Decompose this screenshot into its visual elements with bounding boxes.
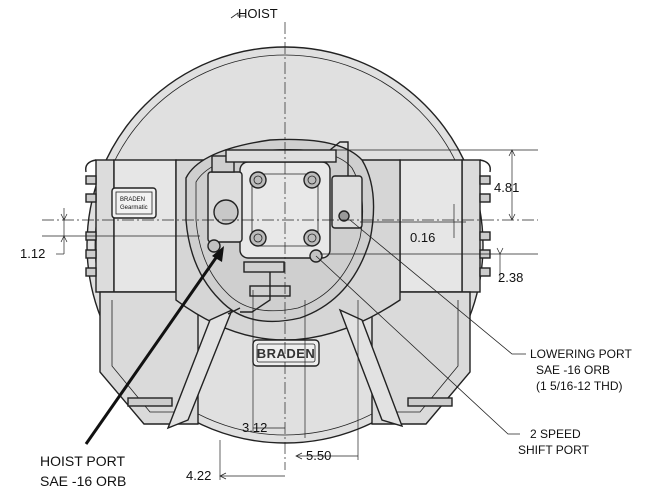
dim-2-38: 2.38 (498, 270, 523, 285)
dim-5-50: 5.50 (306, 448, 331, 463)
lowering-port-line2: SAE -16 ORB (536, 363, 610, 377)
lowering-port-line1: LOWERING PORT (530, 347, 632, 361)
small-plate-line1: BRADEN (120, 197, 145, 203)
hoist-arrow-icon (230, 12, 245, 19)
dim-1-12: 1.12 (20, 246, 45, 261)
dim-4-22: 4.22 (186, 468, 211, 483)
shift-port-leader (315, 255, 520, 435)
lowering-port-line3: (1 5/16-12 THD) (536, 379, 622, 393)
small-nameplate (111, 187, 157, 219)
hoist-port-arrow (84, 251, 222, 445)
left-side-frame (85, 159, 177, 293)
dim-4-81: 4.81 (494, 180, 519, 195)
dim-3-12: 3.12 (242, 420, 267, 435)
hoist-port-line1: HOIST PORT (40, 453, 126, 469)
shift-port-line2: SHIFT PORT (518, 443, 590, 457)
right-side-frame (399, 159, 491, 293)
braden-nameplate-text: BRADEN (257, 346, 316, 361)
hoist-label: HOIST (238, 6, 278, 21)
small-plate-line2: Gearmatic (120, 205, 148, 211)
lowering-port-leader (349, 219, 526, 355)
dim-0-16: 0.16 (410, 230, 435, 245)
hoist-port-line2: SAE -16 ORB (40, 473, 126, 489)
shift-port-line1: 2 SPEED (530, 427, 581, 441)
